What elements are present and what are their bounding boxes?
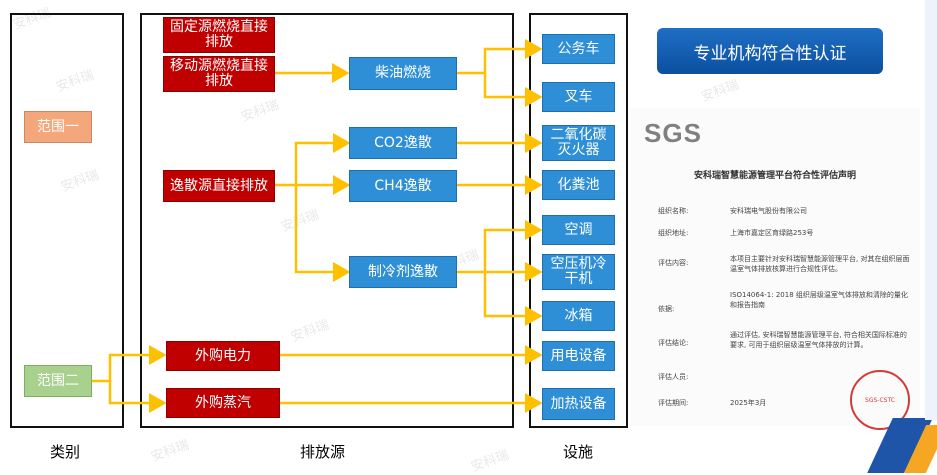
arrow-refrigerant-fridge [483,272,543,326]
facility-forklift: 叉车 [542,82,615,112]
certification-document: SGS 安科瑞智慧能源管理平台符合性评估声明 组织名称: 安科瑞电气股份有限公司… [630,108,920,430]
source-fugitive: 逸散源直接排放 [163,170,275,202]
mid-diesel-combustion: 柴油燃烧 [349,57,457,90]
cert-row-value: 上海市嘉定区育绿路253号 [730,229,814,237]
cert-row-value: 本项目主要针对安科瑞智慧能源管理平台, 对其在组织层面温室气体排放核算进行合规性… [730,255,910,273]
cert-row-value: 安科瑞电气股份有限公司 [730,207,807,215]
arrow-fugitive-co2 [275,133,351,187]
facility-official-car: 公务车 [542,34,615,64]
cert-row-key: 评估人员: [658,373,689,381]
cert-row-key: 评估期间: [658,399,689,407]
scope-2-box: 范围二 [24,365,92,397]
sgs-seal: SGS-CSTC [850,370,910,430]
cert-row-value: ISO14064-1: 2018 组织层级温室气体排放和清除的量化和报告指南 [730,291,908,309]
cert-row-value: 通过评估, 安科瑞智慧能源管理平台, 符合相关国际标准的要求, 可用于组织层级温… [730,331,907,349]
cert-row-value: 2025年3月 [730,399,767,407]
arrow-refrigerant-ac [457,220,543,274]
source-footer: 排放源 [300,443,346,461]
source-purchased-steam: 外购蒸汽 [166,388,280,418]
arrow-fugitive-refrigerant [294,185,351,282]
facility-co2-extinguisher: 二氧化碳灭火器 [542,125,615,161]
mid-co2-fugitive: CO2逸散 [349,127,457,159]
certification-title: 安科瑞智慧能源管理平台符合性评估声明 [693,171,856,181]
cert-row-key: 依据: [658,305,675,313]
facility-electric-equipment: 用电设备 [542,341,615,371]
sgs-logo: SGS [644,118,702,148]
facility-refrigerator: 冰箱 [542,301,615,331]
cert-row-key: 评估结论: [658,339,689,347]
cert-row-key: 评估内容: [658,259,689,267]
arrow-diesel-forklift [483,73,543,107]
scope-1-box: 范围一 [24,111,92,143]
source-mobile-combustion: 移动源燃烧直接排放 [163,56,275,92]
facility-heating-equipment: 加热设备 [542,388,615,420]
mid-ch4-fugitive: CH4逸散 [349,170,457,202]
facility-footer: 设施 [563,443,594,461]
source-purchased-power: 外购电力 [166,341,280,371]
certification-banner: 专业机构符合性认证 [657,28,883,74]
cert-row-key: 组织名称: [658,207,689,215]
category-column-frame [10,13,124,428]
category-footer: 类别 [50,443,81,461]
arrow-diesel-car [457,39,543,75]
arrow-scope2-steam [108,381,167,413]
cert-row-key: 组织地址: [658,229,689,237]
arrow-scope2-power [92,345,167,383]
facility-air-conditioner: 空调 [542,215,615,245]
source-column-frame [140,13,514,428]
source-fixed-combustion: 固定源燃烧直接排放 [163,17,275,53]
facility-septic-tank: 化粪池 [542,170,615,200]
mid-refrigerant-fugitive: 制冷剂逸散 [349,256,457,288]
facility-compressor-dryer: 空压机冷干机 [542,254,615,290]
decor-right-bar [925,0,937,420]
